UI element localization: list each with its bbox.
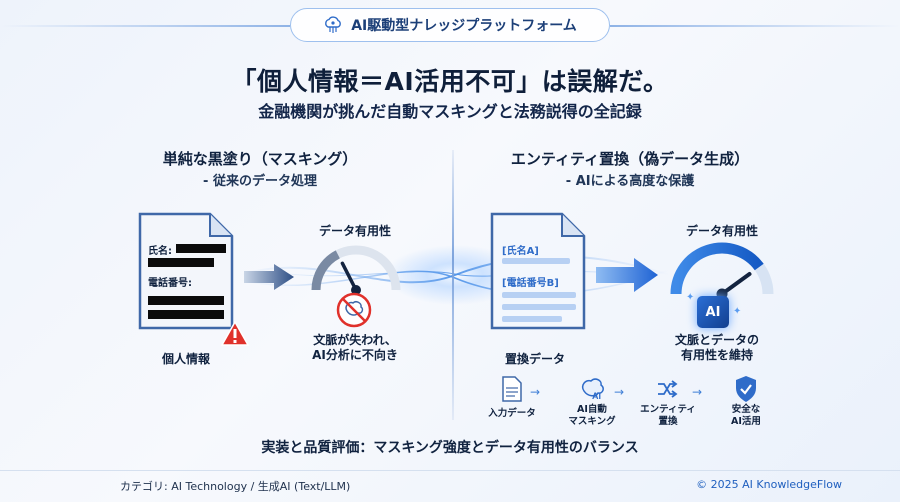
left-title: 単純な黒塗り（マスキング）: [162, 150, 358, 168]
sparkle-icon: ✦: [686, 292, 695, 303]
headline: 「個人情報＝AI活用不可」は誤解だ。: [231, 67, 669, 96]
energy-wave: [240, 245, 670, 305]
right-title: エンティティ置換（偽データ生成）: [510, 150, 750, 168]
flow-arrow-icon: →: [692, 385, 703, 399]
flow-line: 置換: [658, 416, 678, 427]
shield-check-icon: [736, 376, 756, 402]
svg-text:AI: AI: [592, 391, 601, 401]
footer: [0, 470, 900, 502]
flow-line: 安全な: [731, 404, 761, 415]
caption-line: 文脈とデータの: [674, 333, 759, 347]
right-gauge-title: データ有用性: [685, 224, 758, 238]
subheadline: 金融機関が挑んだ自動マスキングと法務説得の全記録: [258, 102, 642, 121]
left-gauge-caption: 文脈が失われ、 AI分析に不向き: [290, 333, 420, 363]
banner-text: AI駆動型ナレッジプラットフォーム: [351, 18, 577, 34]
caption-line: 文脈が失われ、: [313, 333, 397, 347]
footer-copyright: © 2025 AI KnowledgeFlow: [696, 478, 842, 491]
flow-line: エンティティ: [640, 404, 696, 415]
flow-line: AI活用: [731, 416, 761, 427]
platform-banner: AI駆動型ナレッジプラットフォーム: [290, 8, 610, 42]
flow-line: AI自動: [577, 404, 607, 415]
process-flow: → AI → → 入力データ AI自動 マスキング エンティティ 置換 安全な …: [484, 372, 780, 432]
text-line: [502, 258, 570, 264]
sparkle-icon: ✦: [733, 306, 742, 317]
footer-category: カテゴリ: AI Technology / 生成AI (Text/LLM): [120, 480, 351, 493]
redaction-bar: [148, 296, 224, 305]
shuffle-icon: [658, 380, 678, 398]
banner-line-right: [610, 25, 900, 27]
bottom-title: 実装と品質評価：マスキング強度とデータ有用性のバランス: [261, 440, 639, 456]
redacted-document: 氏名: 電話番号:: [138, 212, 234, 330]
banner-line-left: [0, 25, 290, 27]
caption-line: AI分析に不向き: [312, 348, 398, 362]
flow-step-safe-ai: 安全な AI活用: [718, 404, 774, 428]
high-utility-gauge: [670, 242, 774, 300]
doc-field-phone: 電話番号:: [148, 278, 192, 289]
flow-step-entity-substitution: エンティティ 置換: [636, 404, 700, 428]
arrow-right-icon: [244, 264, 294, 290]
left-subtitle: - 従来のデータ処理: [203, 174, 317, 189]
low-utility-gauge: [311, 245, 401, 295]
document-icon: [490, 212, 586, 330]
column-divider: [452, 150, 454, 420]
redaction-bar: [176, 244, 226, 253]
warning-icon: [220, 320, 250, 346]
document-icon: [502, 376, 522, 402]
flow-line: マスキング: [568, 416, 616, 427]
doc-field-name-alias: [氏名A]: [502, 246, 539, 257]
no-brain-icon: [336, 292, 372, 328]
flow-arrow-icon: →: [530, 385, 541, 399]
doc-field-name: 氏名:: [148, 246, 172, 257]
text-line: [502, 292, 576, 298]
right-gauge-caption: 文脈とデータの 有用性を維持: [652, 333, 782, 363]
flow-step-ai-masking: AI自動 マスキング: [562, 404, 622, 428]
ai-chip-icon: AI: [697, 296, 729, 328]
redaction-bar: [148, 310, 224, 319]
caption-line: 有用性を維持: [680, 348, 753, 362]
doc-field-phone-alias: [電話番号B]: [502, 278, 559, 289]
left-gauge-title: データ有用性: [318, 224, 391, 238]
text-line: [502, 316, 562, 322]
left-doc-caption: 個人情報: [161, 352, 210, 366]
substituted-document: [氏名A] [電話番号B]: [490, 212, 586, 330]
arrow-right-icon: [596, 258, 658, 292]
cloud-brain-icon: [325, 16, 342, 33]
ai-brain-icon: AI: [581, 378, 604, 401]
right-subtitle: - AIによる高度な保護: [565, 174, 695, 189]
flow-arrow-icon: →: [614, 385, 625, 399]
chip-text: AI: [705, 304, 721, 320]
flow-line: 入力データ: [488, 408, 536, 419]
right-doc-caption: 置換データ: [504, 352, 565, 366]
redaction-bar: [148, 258, 214, 267]
flow-step-input: 入力データ: [484, 408, 540, 420]
text-line: [502, 304, 576, 310]
